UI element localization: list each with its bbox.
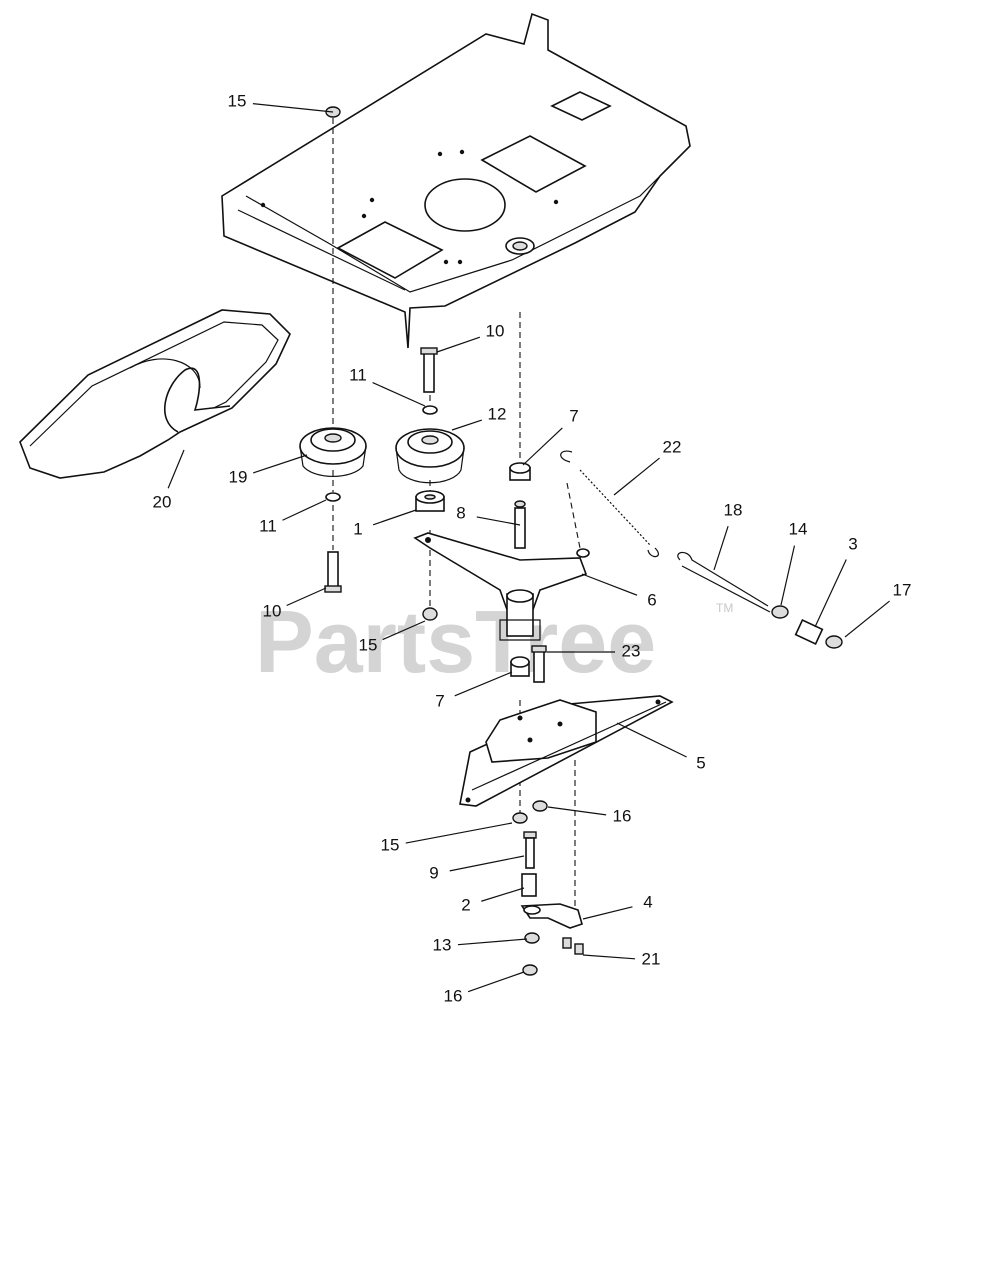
callout-leader-c11b	[282, 499, 327, 521]
screw-21-b	[574, 943, 584, 955]
callout-leader-c2	[481, 887, 525, 902]
callout-label-c5: 5	[696, 753, 705, 772]
pin-8	[514, 507, 526, 549]
callout-label-c2: 2	[461, 895, 470, 914]
bolt-9	[523, 831, 537, 869]
callout-label-c4: 4	[643, 892, 652, 911]
callout-leader-c7a	[522, 427, 563, 466]
watermark-trademark: TM	[716, 601, 733, 615]
callout-leader-c5	[616, 722, 687, 758]
callout-leader-c15a	[252, 103, 334, 113]
callout-label-c21: 21	[642, 949, 661, 968]
callout-leader-c10b	[286, 587, 327, 607]
bushing-7-upper	[509, 462, 531, 481]
spacer-1	[415, 490, 445, 512]
rod-18	[677, 551, 771, 613]
callout-leader-c18	[713, 526, 729, 571]
callout-label-c7b: 7	[435, 691, 444, 710]
callout-label-c12: 12	[488, 404, 507, 423]
pulley-19	[299, 427, 367, 477]
screw-21-a	[562, 937, 572, 949]
callout-label-c11a: 11	[349, 365, 367, 384]
nut-16-bracket	[532, 800, 548, 812]
callout-label-c16a: 16	[613, 806, 632, 825]
callout-leader-c14	[780, 545, 796, 606]
callout-label-c3: 3	[848, 534, 857, 553]
bolt-10-upper	[420, 347, 438, 393]
callout-label-c15c: 15	[381, 835, 400, 854]
callout-leader-c10a	[436, 336, 481, 353]
bracket-4	[520, 903, 583, 929]
idler-arm-6	[413, 532, 590, 641]
callout-label-c18: 18	[724, 500, 743, 519]
callout-label-c7a: 7	[569, 406, 578, 425]
callout-leader-c11a	[372, 381, 426, 407]
callout-label-c15a: 15	[228, 91, 247, 110]
nut-13	[524, 932, 540, 944]
callout-leader-c7b	[454, 671, 513, 697]
callout-leader-c16b	[467, 971, 525, 993]
pulley-12	[395, 428, 465, 484]
callout-leader-c4	[582, 906, 633, 920]
callout-leader-c3	[814, 559, 847, 628]
callout-label-c17: 17	[893, 580, 912, 599]
callout-label-c1: 1	[353, 519, 362, 538]
nut-15-bracket	[512, 812, 528, 824]
spacer-2	[521, 873, 537, 897]
callout-label-c9: 9	[429, 863, 438, 882]
callout-label-c15b: 15	[359, 635, 378, 654]
washer-7-upper	[514, 500, 526, 508]
callout-leader-c21	[582, 954, 636, 960]
drive-belt	[19, 309, 291, 479]
callout-leader-c22	[613, 457, 660, 496]
nut-14	[771, 605, 789, 619]
callout-label-c11b: 11	[259, 516, 277, 535]
callout-leader-c8	[476, 516, 521, 526]
callout-label-c23: 23	[622, 641, 641, 660]
callout-leader-c9	[449, 855, 525, 872]
callout-label-c20: 20	[153, 492, 172, 511]
spacer-3	[794, 619, 824, 645]
callout-leader-c12	[451, 419, 483, 431]
deck-plate	[221, 12, 691, 349]
bolt-10-lower	[324, 551, 342, 593]
spring-22	[560, 450, 660, 558]
callout-label-c22: 22	[663, 437, 682, 456]
washer-11-upper	[422, 405, 438, 415]
callout-leader-c20	[167, 449, 185, 489]
bolt-23	[531, 645, 547, 683]
callout-leader-c1	[372, 509, 417, 526]
callout-leader-c17	[844, 600, 890, 638]
callout-leader-c19	[252, 454, 308, 474]
callout-leader-c15c	[405, 822, 513, 844]
nut-17	[825, 635, 843, 649]
nut-15-arm	[422, 607, 438, 621]
bracket-5	[459, 695, 674, 807]
callout-label-c14: 14	[789, 519, 808, 538]
callout-label-c6: 6	[647, 590, 656, 609]
callout-label-c10b: 10	[263, 601, 282, 620]
callout-leader-c16a	[547, 806, 607, 816]
callout-label-c10a: 10	[486, 321, 505, 340]
callout-label-c13: 13	[433, 935, 452, 954]
bushing-7-lower	[510, 656, 530, 677]
callout-label-c8: 8	[456, 503, 465, 522]
callout-label-c16b: 16	[444, 986, 463, 1005]
washer-11-lower	[325, 492, 341, 502]
callout-label-c19: 19	[229, 467, 248, 486]
watermark: PartsTree	[255, 592, 656, 691]
callout-leader-c15b	[382, 620, 426, 641]
nut-16-bottom	[522, 964, 538, 976]
callout-leader-c13	[457, 938, 528, 946]
callout-leader-c6	[581, 573, 638, 596]
